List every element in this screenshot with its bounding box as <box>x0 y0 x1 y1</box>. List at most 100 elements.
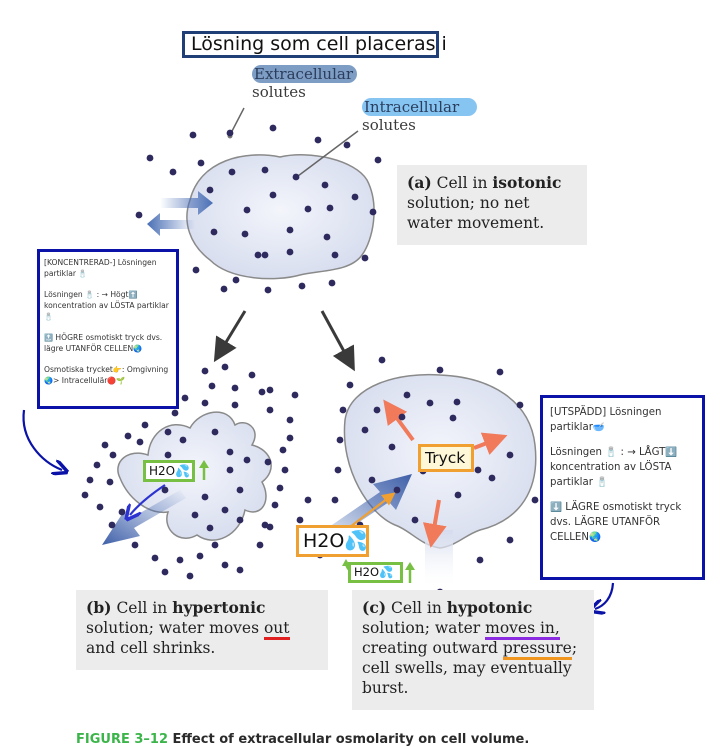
solute-dot <box>279 446 287 454</box>
annotation-note-hypertonic: [KONCENTRERAD-] Lösningen partiklar 🧂 Lö… <box>37 249 179 409</box>
extracellular-label: Extracellular solutes <box>252 65 357 101</box>
figure-number: FIGURE 3–12 <box>76 732 168 747</box>
solute-dot <box>136 438 144 446</box>
solute-dot <box>321 181 329 189</box>
solute-dot <box>346 381 354 389</box>
solute-dot <box>411 516 419 524</box>
salt-shaker-icon: 🧂 <box>605 447 618 458</box>
solute-dot <box>106 478 114 486</box>
intracellular-solutes-text: solutes <box>362 116 416 134</box>
solute-dot <box>226 448 234 456</box>
solute-dot <box>197 159 205 167</box>
note-right-line2: Lösningen 🧂 : → LÅGT⬇️ koncentration av … <box>550 447 678 488</box>
solute-dot <box>339 406 347 414</box>
h2o-large-text: H2O <box>303 530 345 552</box>
caption-hypertonic: (b) Cell in hypertonic solution; water m… <box>76 590 328 670</box>
solute-dot <box>211 541 219 549</box>
tryck-label: Tryck <box>418 444 474 472</box>
water-droplets-icon: 💦 <box>379 565 394 579</box>
solute-dot <box>326 204 334 212</box>
solute-dot <box>118 508 126 516</box>
solute-dot <box>179 436 187 444</box>
solute-dot <box>236 516 244 524</box>
solute-dot <box>276 484 284 492</box>
caption-b-bold: hypertonic <box>172 598 266 617</box>
solute-dot <box>201 367 209 375</box>
solute-dot <box>286 226 294 234</box>
figure-caption-text: Effect of extracellular osmolarity on ce… <box>168 732 530 747</box>
solute-dot <box>374 156 382 164</box>
solute-dot <box>243 456 251 464</box>
solute-dot <box>258 388 266 396</box>
solute-dot <box>264 458 272 466</box>
salt-shaker-icon: 🧂 <box>44 312 53 321</box>
solute-dot <box>453 398 461 406</box>
globe-icon: 🌏 <box>588 532 602 543</box>
caption-b-underlined-out: out <box>263 619 290 640</box>
caption-b-pre: Cell in <box>111 599 173 617</box>
solute-dot <box>286 416 294 424</box>
solute-dot <box>266 386 274 394</box>
solute-dot <box>141 421 149 429</box>
solute-dot <box>296 516 304 524</box>
solute-dot <box>304 496 312 504</box>
caption-a-pre: Cell in <box>431 174 493 192</box>
solute-dot <box>298 282 306 290</box>
solute-dot <box>369 208 377 216</box>
solute-dot <box>506 451 514 459</box>
hypertonic-annotation-arrow <box>130 484 166 515</box>
solute-dot <box>361 254 369 262</box>
solute-dot <box>271 501 279 509</box>
left-note-connector <box>22 409 62 470</box>
top-arrow-icon: 🔝 <box>44 333 53 342</box>
red-circle-icon: 🔴 <box>107 376 117 385</box>
up-arrow-box-icon: ⬆️ <box>128 290 138 299</box>
solute-dot <box>189 131 197 139</box>
solute-dot <box>266 406 274 414</box>
solute-dot <box>236 486 244 494</box>
solute-dot <box>210 228 218 236</box>
solute-dot <box>161 486 169 494</box>
note-left-line4: Osmotiska trycket👉: Omgivning 🌏> Intrace… <box>44 365 169 385</box>
down-arrow-box-icon: ⬇️ <box>665 447 678 458</box>
solute-dot <box>232 276 240 284</box>
sprout-icon: 🌱 <box>116 376 126 385</box>
solute-dot <box>328 279 336 287</box>
solute-dot <box>393 486 401 494</box>
caption-isotonic: (a) Cell in isotonic solution; no net wa… <box>397 165 587 245</box>
solute-dot <box>323 233 331 241</box>
h2o-label-small-hypertonic: H2O💦 <box>143 460 195 482</box>
solute-dot <box>286 248 294 256</box>
solute-dot <box>454 491 462 499</box>
intracellular-label: Intracellular solutes <box>362 98 478 134</box>
solute-dot <box>226 129 234 137</box>
solute-dot <box>281 466 289 474</box>
solute-dot <box>201 493 209 501</box>
solute-dot <box>261 166 269 174</box>
intracellular-pointer <box>297 130 359 177</box>
caption-c-letter: (c) <box>362 598 387 617</box>
hypertonic-water-out-arrow <box>102 490 186 545</box>
solute-dot <box>171 409 179 417</box>
solute-dot <box>516 401 524 409</box>
page-title: Lösning som cell placeras i <box>182 31 447 58</box>
h2o-small-b-text: H2O <box>149 464 176 478</box>
bowl-icon: 🥣 <box>592 422 605 433</box>
solute-dot <box>221 363 229 371</box>
solute-dot <box>101 441 109 449</box>
solute-dot <box>269 124 277 132</box>
caption-c-underlined-moves-in: moves in, <box>485 619 560 640</box>
solute-dot <box>269 191 277 199</box>
solute-dot <box>506 536 514 544</box>
solute-dot <box>81 491 89 499</box>
extracellular-solutes-text: solutes <box>252 83 306 101</box>
solute-dot <box>109 451 117 459</box>
caption-hypotonic: (c) Cell in hypotonic solution; water mo… <box>352 590 594 710</box>
solute-dot <box>361 426 369 434</box>
figure-caption: FIGURE 3–12 Effect of extracellular osmo… <box>76 733 529 747</box>
solute-dot <box>176 556 184 564</box>
annotation-note-hypotonic: [UTSPÄDD] Lösningen partiklar🥣 Lösningen… <box>540 395 705 580</box>
arrow-to-hypotonic <box>320 310 355 372</box>
isotonic-water-arrows <box>147 191 213 236</box>
